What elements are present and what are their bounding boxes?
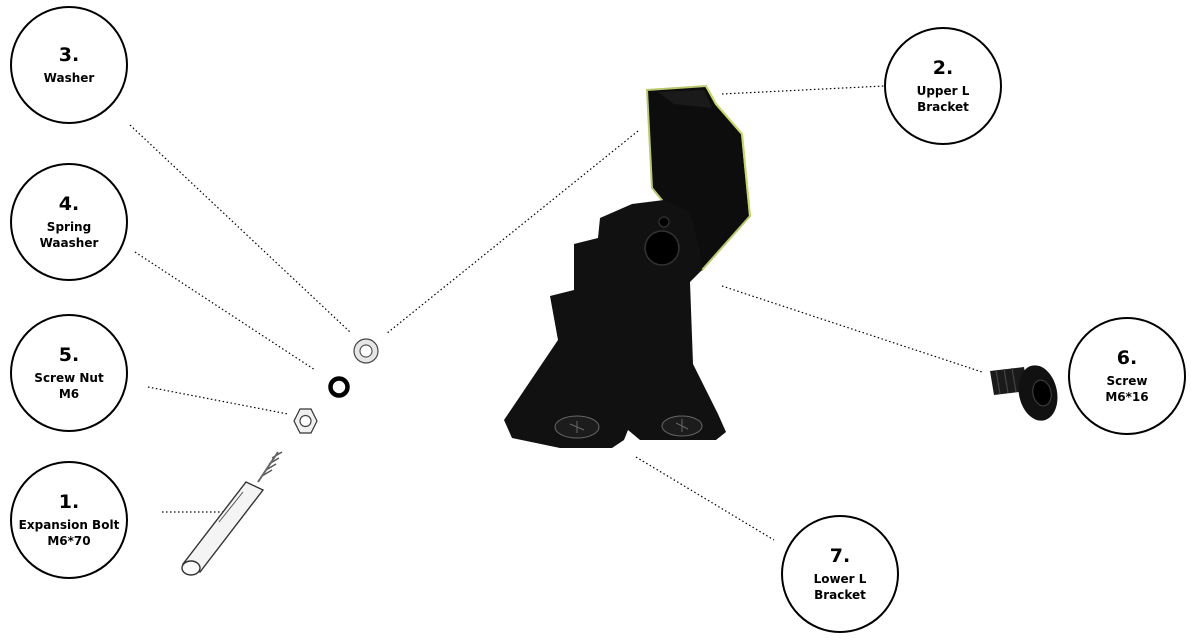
leader-line-nut (147, 386, 289, 415)
leader-lines (129, 85, 983, 541)
leader-line-screw (721, 285, 983, 373)
foot-screws (554, 415, 703, 439)
part-number: 6. (1116, 347, 1138, 369)
spring-washer-part (328, 376, 350, 398)
part-label: Expansion Bolt M6*70 (18, 518, 120, 548)
expansion-bolt-part (181, 451, 283, 576)
washer-part (353, 338, 379, 364)
part-number: 4. (58, 193, 80, 215)
part-number: 3. (58, 44, 80, 66)
part-number: 5. (58, 344, 80, 366)
leader-line-spring-washer (134, 251, 316, 371)
part-label: Upper L Bracket (916, 84, 970, 114)
leader-line-washer (129, 124, 351, 333)
lower-l-bracket-part (504, 200, 726, 448)
callout-washer: 3. Washer (10, 6, 128, 124)
callout-expansion-bolt: 1. Expansion Bolt M6*70 (10, 461, 128, 579)
part-number: 1. (58, 491, 80, 513)
callout-lower-l-bracket: 7. Lower L Bracket (781, 515, 899, 633)
bracket-assembly (504, 84, 752, 448)
part-label: Washer (43, 71, 95, 85)
callout-screw-nut: 5. Screw Nut M6 (10, 314, 128, 432)
part-number: 2. (932, 57, 954, 79)
part-label: Lower L Bracket (813, 572, 867, 602)
callout-spring-washer: 4. Spring Waasher (10, 163, 128, 281)
screw-part (990, 365, 1058, 421)
part-label: Spring Waasher (39, 220, 99, 250)
callout-upper-l-bracket: 2. Upper L Bracket (884, 27, 1002, 145)
part-number: 7. (829, 545, 851, 567)
hex-nut-part (293, 408, 318, 434)
callout-screw: 6. Screw M6*16 (1068, 317, 1186, 435)
part-label: Screw Nut M6 (34, 371, 104, 401)
leader-line-lower-bracket (635, 456, 775, 541)
part-label: Screw M6*16 (1105, 374, 1149, 404)
leader-line-upper-bracket (721, 85, 885, 95)
